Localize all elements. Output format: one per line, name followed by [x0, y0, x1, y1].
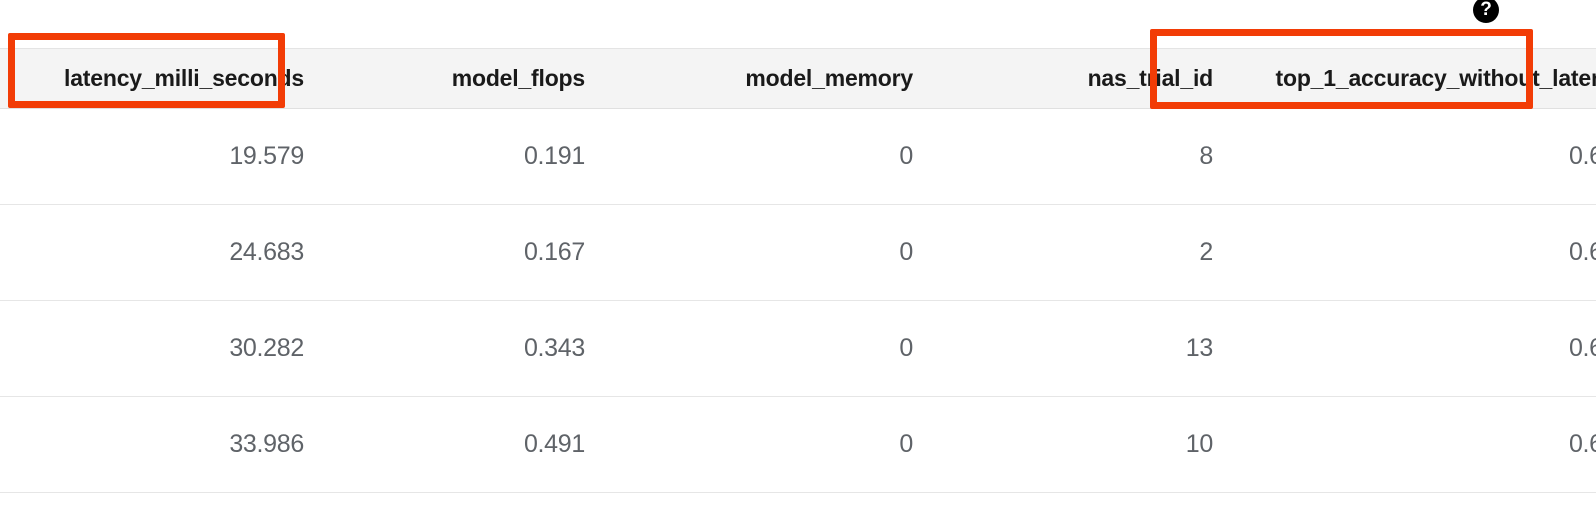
cell-latency-milli-seconds: 19.579: [0, 108, 322, 205]
table-row[interactable]: 24.683 0.167 0 2 0.647: [0, 204, 1596, 301]
cell-model-memory: 0: [603, 396, 931, 493]
cell-nas-trial-id: 8: [931, 108, 1231, 205]
cell-nas-trial-id: 10: [931, 396, 1231, 493]
cell-top-1-accuracy-without-latency: 0.643: [1231, 108, 1596, 205]
table-row[interactable]: 19.579 0.191 0 8 0.643: [0, 108, 1596, 205]
help-circle-icon[interactable]: ?: [1473, 0, 1499, 23]
column-header-top-1-accuracy-without-latency[interactable]: top_1_accuracy_without_latency: [1231, 48, 1596, 109]
table-header-row: latency_milli_seconds model_flops model_…: [0, 48, 1596, 109]
cell-nas-trial-id: 13: [931, 300, 1231, 397]
results-table-container: latency_milli_seconds model_flops model_…: [0, 48, 1596, 493]
top-strip: ?: [0, 0, 1596, 48]
cell-model-memory: 0: [603, 204, 931, 301]
table-body: 19.579 0.191 0 8 0.643 24.683 0.167 0 2 …: [0, 108, 1596, 493]
column-header-model-flops[interactable]: model_flops: [322, 48, 603, 109]
cell-latency-milli-seconds: 24.683: [0, 204, 322, 301]
cell-top-1-accuracy-without-latency: 0.678: [1231, 300, 1596, 397]
table-row[interactable]: 33.986 0.491 0 10 0.672: [0, 396, 1596, 493]
column-header-model-memory[interactable]: model_memory: [603, 48, 931, 109]
cell-top-1-accuracy-without-latency: 0.672: [1231, 396, 1596, 493]
cell-model-flops: 0.343: [322, 300, 603, 397]
column-header-nas-trial-id[interactable]: nas_trial_id: [931, 48, 1231, 109]
cell-latency-milli-seconds: 30.282: [0, 300, 322, 397]
column-header-latency-milli-seconds[interactable]: latency_milli_seconds: [0, 48, 322, 109]
cell-nas-trial-id: 2: [931, 204, 1231, 301]
cell-model-flops: 0.167: [322, 204, 603, 301]
cell-model-memory: 0: [603, 300, 931, 397]
cell-model-flops: 0.191: [322, 108, 603, 205]
cell-latency-milli-seconds: 33.986: [0, 396, 322, 493]
table-header: latency_milli_seconds model_flops model_…: [0, 48, 1596, 109]
cell-model-memory: 0: [603, 108, 931, 205]
results-table: latency_milli_seconds model_flops model_…: [0, 48, 1596, 493]
table-row[interactable]: 30.282 0.343 0 13 0.678: [0, 300, 1596, 397]
cell-top-1-accuracy-without-latency: 0.647: [1231, 204, 1596, 301]
cell-model-flops: 0.491: [322, 396, 603, 493]
